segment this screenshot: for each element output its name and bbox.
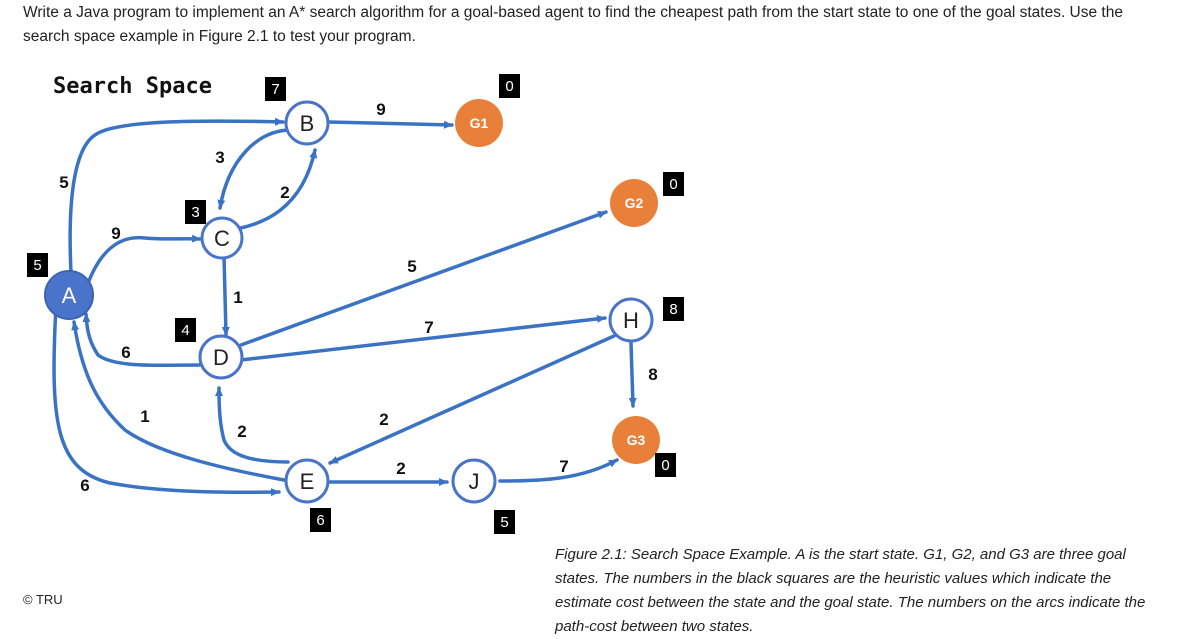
cost-a-c: 9: [111, 224, 120, 243]
heuristic-e-value: 6: [316, 512, 324, 529]
node-e: E: [284, 458, 330, 504]
edge-d-a: [82, 312, 202, 368]
search-space-diagram: Search Space 5 9 6 6 1 3 2 9 1 5 7 2 2 2…: [27, 74, 684, 534]
node-a-label: A: [62, 283, 77, 308]
copyright-notice: © TRU: [23, 592, 63, 607]
heuristic-c-value: 3: [191, 204, 199, 221]
node-a: A: [44, 270, 94, 320]
node-j: J: [451, 458, 497, 504]
edge-e-d: [215, 386, 290, 464]
diagram-title: Search Space: [53, 74, 212, 99]
edge-a-b: [68, 117, 285, 274]
edge-h-e: [328, 334, 616, 465]
cost-h-e: 2: [379, 410, 388, 429]
cost-b-c: 3: [215, 148, 224, 167]
node-g1: G1: [455, 99, 503, 147]
heuristic-a-value: 5: [33, 257, 41, 274]
cost-d-a: 6: [121, 343, 130, 362]
heuristic-a: 5: [27, 253, 48, 277]
node-c-label: C: [214, 226, 230, 251]
cost-b-g1: 9: [376, 100, 385, 119]
figure-caption: Figure 2.1: Search Space Example. A is t…: [555, 546, 1146, 635]
cost-a-b: 5: [59, 173, 68, 192]
heuristic-b: 7: [265, 77, 286, 101]
heuristic-g2-value: 0: [669, 176, 677, 193]
problem-statement: Write a Java program to implement an A* …: [23, 4, 1123, 45]
cost-a-e: 6: [80, 476, 89, 495]
node-g2: G2: [610, 179, 658, 227]
cost-h-g3: 8: [648, 365, 657, 384]
heuristic-j: 5: [494, 510, 515, 534]
node-c: C: [200, 216, 244, 260]
heuristic-h-value: 8: [669, 301, 677, 318]
heuristic-g2: 0: [663, 172, 684, 196]
heuristic-g1-value: 0: [505, 78, 513, 95]
heuristic-h: 8: [663, 297, 684, 321]
cost-d-g2: 5: [407, 257, 416, 276]
edge-j-g3: [498, 458, 619, 483]
cost-j-g3: 7: [559, 457, 568, 476]
node-g2-label: G2: [625, 195, 644, 211]
heuristic-e: 6: [310, 508, 331, 532]
cost-e-a: 1: [140, 407, 149, 426]
node-d-label: D: [213, 345, 229, 370]
cost-c-d: 1: [233, 288, 242, 307]
edge-b-g1: [327, 120, 454, 129]
cost-d-h: 7: [424, 318, 433, 337]
heuristic-j-value: 5: [500, 514, 508, 531]
heuristic-d: 4: [175, 318, 196, 342]
edge-c-b: [234, 148, 318, 231]
heuristic-c: 3: [185, 200, 206, 224]
heuristic-g1: 0: [499, 74, 520, 98]
node-d: D: [198, 334, 244, 380]
node-g1-label: G1: [470, 115, 489, 131]
node-j-label: J: [469, 469, 480, 494]
heuristic-b-value: 7: [271, 81, 279, 98]
edge-b-c: [217, 128, 292, 210]
edge-a-e: [52, 304, 281, 497]
heuristic-g3-value: 0: [661, 457, 669, 474]
node-g3: G3: [612, 416, 660, 464]
node-e-label: E: [300, 469, 315, 494]
node-b-label: B: [300, 111, 315, 136]
cost-e-j: 2: [396, 459, 405, 478]
node-h-label: H: [623, 308, 639, 333]
edge-h-g3: [628, 341, 637, 408]
heuristic-g3: 0: [655, 453, 676, 477]
node-h: H: [608, 297, 654, 343]
cost-e-d: 2: [237, 422, 246, 441]
node-b: B: [284, 100, 330, 146]
node-g3-label: G3: [627, 432, 646, 448]
edge-e-a: [71, 320, 286, 482]
cost-c-b: 2: [280, 183, 289, 202]
heuristic-d-value: 4: [181, 322, 189, 339]
edge-d-h: [239, 314, 607, 362]
edge-c-d: [221, 254, 230, 337]
edge-a-c: [85, 234, 202, 288]
edge-d-g2: [239, 210, 608, 347]
